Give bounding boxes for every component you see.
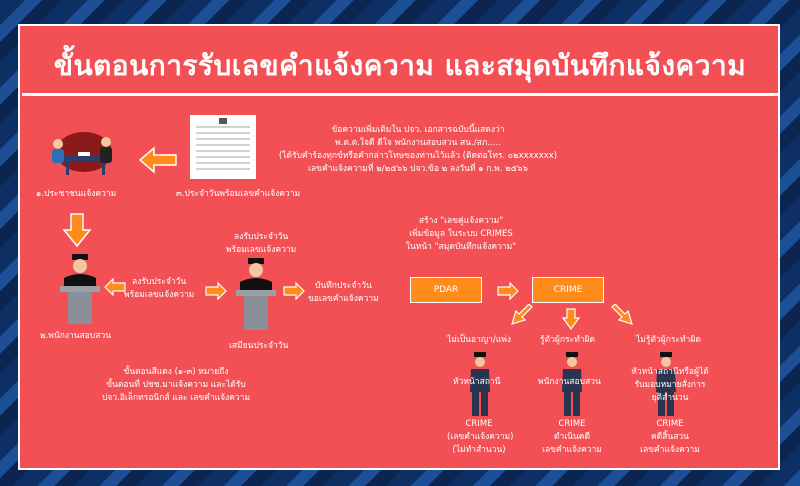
legend-line: ขั้นตอนสีแดง (๑-๓) หมายถึง	[123, 367, 229, 377]
diagram-frame	[18, 24, 780, 470]
arrow-right-icon	[205, 282, 227, 300]
log-note-line: ลงรับประจำวัน	[132, 277, 187, 287]
create-note-line: ในหน้า "สมุดบันทึกแจ้งความ"	[405, 242, 517, 252]
create-note-line: สร้าง "เลขคู่แจ้งความ"	[418, 216, 504, 226]
branch-result-line: (ไม่ทำสำนวน)	[452, 445, 506, 455]
branch-person-line: ยุติสำนวน	[651, 393, 689, 403]
branch-result-line: เลขคำแจ้งความ	[542, 445, 602, 455]
clerk-illustration	[232, 256, 280, 332]
investigator-officer-illustration	[56, 252, 104, 326]
arrow-right-icon	[497, 282, 519, 300]
branch-result-line: (เลขคำแจ้งความ)	[447, 432, 514, 442]
arrow-left-icon	[104, 278, 126, 296]
crime-box: CRIME	[532, 277, 604, 303]
doc-note-line: (ได้รับคำร้องทุกข์หรือคำกล่าวโทษของท่านไ…	[278, 151, 558, 161]
doc-note-line: ข้อความเพิ่มเติมใน ปจว. เอกสารฉบับนี้แสด…	[331, 125, 505, 135]
record-note-line: ขอเลขคำแจ้งความ	[308, 294, 379, 304]
investigator-label: พนักงานสอบสวน	[538, 377, 601, 387]
branch-title: ไม่เป็นอาญา/แพ่ง	[447, 335, 511, 345]
legend-line: ขั้นตอนที่ ปชช.มาแจ้งความ และได้รับ	[106, 380, 246, 390]
legend-note: ขั้นตอนสีแดง (๑-๓) หมายถึง ขั้นตอนที่ ปช…	[86, 366, 266, 405]
branch-title: รู้ตัวผู้กระทำผิด	[540, 335, 595, 345]
branch-result-line: คดีสิ้นสวน	[651, 432, 689, 442]
branch-result: CRIME คดีสิ้นสวน เลขคำแจ้งความ	[634, 418, 706, 457]
branch-title: ไม่รู้ตัวผู้กระทำผิด	[636, 335, 701, 345]
page-title: ขั้นตอนการรับเลขคำแจ้งความ และสมุดบันทึก…	[53, 49, 747, 82]
branch-result-line: CRIME	[465, 419, 493, 429]
legend-line: ปจว.อิเล็กทรอนิกส์ และ เลขคำแจ้งความ	[101, 393, 251, 403]
pdar-box: PDAR	[410, 277, 482, 303]
station-chief-label: หัวหน้าสถานี	[453, 377, 501, 387]
branch-result-line: ดำเนินคดี	[553, 432, 591, 442]
citizen-meeting-illustration	[44, 130, 124, 178]
document-image	[190, 115, 256, 179]
log-note-line: ลงรับประจำวัน	[234, 232, 289, 242]
arrow-down-icon	[562, 308, 580, 330]
create-note: สร้าง "เลขคู่แจ้งความ" เพิ่มข้อมูล ในระบ…	[386, 215, 536, 254]
arrow-down-icon	[62, 212, 92, 248]
arrow-down-left-icon	[510, 304, 534, 326]
doc-note-line: พ.ต.ต.ใจดี ดีใจ พนักงานสอบสวน สน./สภ....…	[335, 138, 501, 148]
record-note-line: บันทึกประจำวัน	[314, 281, 372, 291]
branch-person-line: รับมอบหมายสั่งการ	[634, 380, 706, 390]
arrow-right-icon	[283, 282, 305, 300]
arrow-down-right-icon	[610, 304, 634, 326]
log-note-line: พร้อมเลขแจ้งความ	[226, 245, 297, 255]
clerk-label: เสมียนประจำวัน	[229, 341, 289, 351]
doc-note-line: เลขคำแจ้งความที่ ๒/๒๕๖๖ ปจว.ข้อ ๒ ลงวันท…	[308, 164, 528, 174]
branch-result-line: CRIME	[656, 419, 684, 429]
log-note-2: ลงรับประจำวัน พร้อมเลขแจ้งความ	[226, 231, 296, 257]
branch-person-line: หัวหน้าสถานีหรือผู้ได้	[631, 367, 709, 377]
branch-result: CRIME ดำเนินคดี เลขคำแจ้งความ	[536, 418, 608, 457]
log-note: ลงรับประจำวัน พร้อมเลขแจ้งความ	[124, 276, 194, 302]
station-chief-illustration	[652, 352, 680, 418]
log-note-line: พร้อมเลขแจ้งความ	[124, 290, 195, 300]
branch-result-line: CRIME	[558, 419, 586, 429]
branch-result-line: เลขคำแจ้งความ	[640, 445, 700, 455]
branch-result: CRIME (เลขคำแจ้งความ) (ไม่ทำสำนวน)	[447, 418, 514, 457]
branch-person: หัวหน้าสถานีหรือผู้ได้ รับมอบหมายสั่งการ…	[630, 366, 710, 405]
arrow-left-icon	[138, 146, 178, 174]
create-note-line: เพิ่มข้อมูล ในระบบ CRIMES	[409, 229, 513, 239]
station-chief-illustration	[466, 352, 494, 418]
title-bar: ขั้นตอนการรับเลขคำแจ้งความ และสมุดบันทึก…	[22, 30, 778, 96]
citizen-label: ๑.ประชาชนแจ้งความ	[36, 189, 117, 199]
record-note: บันทึกประจำวัน ขอเลขคำแจ้งความ	[308, 280, 379, 306]
investigator-illustration	[558, 352, 586, 418]
officer-label: ๒.พนักงานสอบสวน	[40, 331, 112, 341]
receipt-label: ๓.ประจำวันพร้อมเลขคำแจ้งความ	[176, 189, 301, 199]
doc-note: ข้อความเพิ่มเติมใน ปจว. เอกสารฉบับนี้แสด…	[268, 124, 568, 176]
